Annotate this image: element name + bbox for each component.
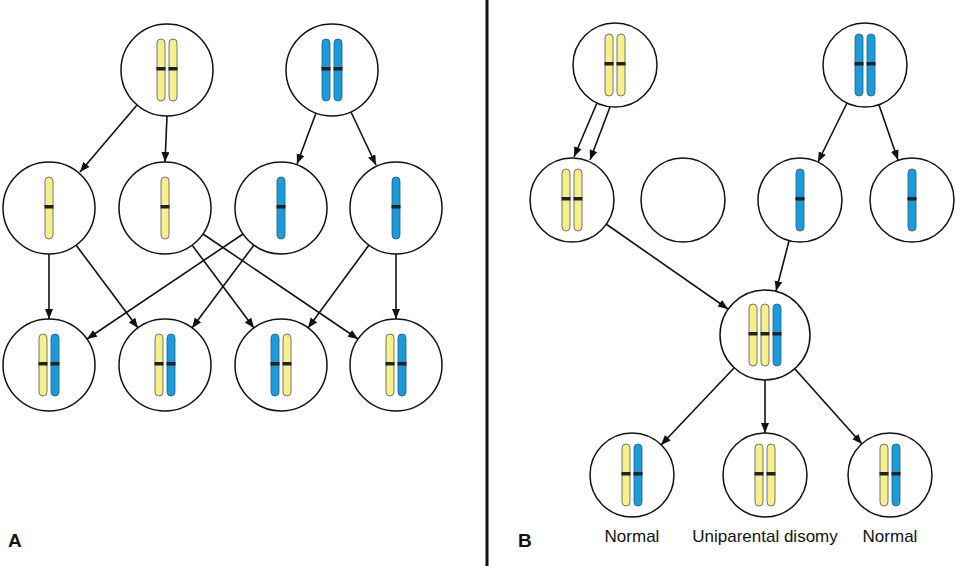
cell-caption: Normal	[846, 527, 934, 547]
cell-outlines	[3, 23, 954, 411]
cell-node: Normal	[588, 431, 676, 547]
chromosomes	[39, 34, 917, 506]
panel-label: A	[8, 530, 22, 552]
cell-circle	[848, 433, 932, 517]
cell-outline	[721, 431, 809, 519]
cell-outline	[846, 431, 934, 519]
cell-caption: Uniparental disomy	[688, 527, 842, 547]
cell-node: Uniparental disomy	[688, 431, 842, 547]
panel-divider	[486, 0, 489, 566]
cell-node: Normal	[846, 431, 934, 547]
cell-circle	[723, 433, 807, 517]
panel-label: B	[518, 530, 532, 552]
cell-circle	[590, 433, 674, 517]
cell-outline	[588, 431, 676, 519]
arrows	[49, 103, 898, 445]
cell-caption: Normal	[588, 527, 676, 547]
